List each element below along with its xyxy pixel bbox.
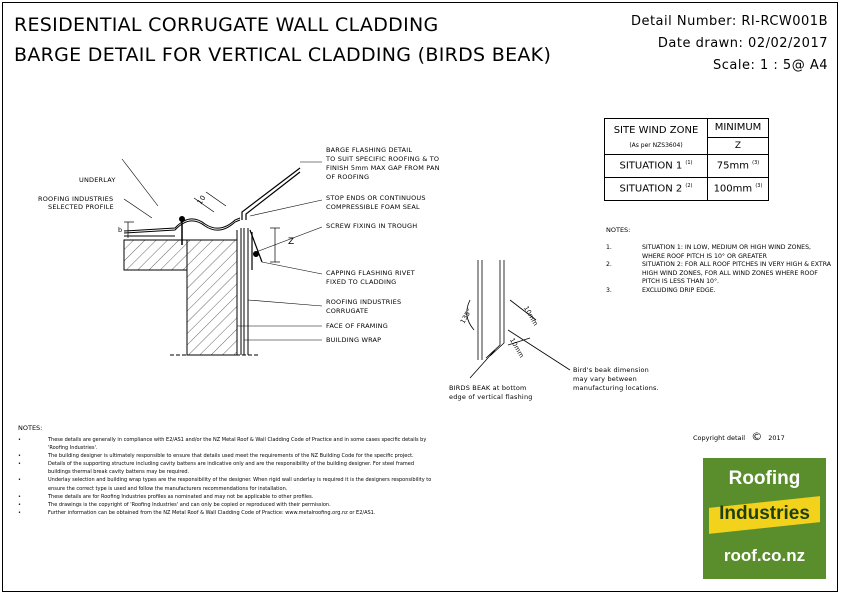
barge-flashing	[241, 167, 301, 270]
note-text: The drawings is the copyright of 'Roofin…	[48, 501, 331, 508]
note-item: •Further information can be obtained fro…	[18, 509, 376, 516]
note-item: •Details of the supporting structure inc…	[18, 460, 438, 476]
right-note-num: 1.	[606, 244, 612, 251]
logo-line-3: roof.co.nz	[723, 546, 806, 565]
wind-header-right-sub: Z	[734, 141, 742, 151]
label-bb-note-1: Bird's beak dimension	[573, 366, 649, 374]
label-corrugate-1: ROOFING INDUSTRIES	[326, 298, 402, 306]
label-barge-1: BARGE FLASHING DETAIL	[326, 146, 413, 154]
copyright-symbol: ©	[751, 430, 763, 443]
wind-row1-value-text: 75mm	[716, 160, 749, 172]
note-item: •The building designer is ultimately res…	[18, 453, 414, 460]
right-note-item: 3. EXCLUDING DRIP EDGE.	[606, 287, 831, 296]
note-text: Underlay selection and building wrap typ…	[48, 477, 432, 492]
wind-row1-label-text: SITUATION 1	[619, 160, 683, 172]
logo-line-2: Industries	[719, 503, 810, 524]
label-bb-note-2: may vary between	[573, 375, 637, 383]
dim-10-gap	[193, 191, 227, 213]
title-line-2: BARGE DETAIL FOR VERTICAL CLADDING (BIRD…	[14, 44, 552, 66]
wind-row2-value: 100mm (3)	[707, 177, 769, 201]
wall-framing	[123, 228, 260, 356]
label-wrap: BUILDING WRAP	[326, 336, 382, 344]
wind-header-left-title: SITE WIND ZONE	[613, 124, 699, 136]
wind-row1-label: SITUATION 1 (1)	[604, 154, 708, 178]
label-underlay: UNDERLAY	[79, 176, 116, 184]
note-text: These details are generally in complianc…	[48, 437, 427, 452]
right-notes-heading: NOTES:	[606, 226, 631, 234]
detail-number: Detail Number: RI-RCW001B	[630, 14, 828, 29]
logo-line-1: Roofing	[728, 468, 801, 489]
wind-header-right: MINIMUM Z	[707, 118, 769, 155]
note-item: •Underlay selection and building wrap ty…	[18, 476, 438, 492]
right-note-num: 3.	[606, 286, 612, 294]
label-ri-profile-1: ROOFING INDUSTRIES	[38, 195, 114, 203]
label-capping-2: FIXED TO CLADDING	[326, 278, 397, 286]
wind-row2-value-text: 100mm	[713, 183, 753, 195]
wind-row2-value-ref: (3)	[755, 183, 763, 190]
label-bb-note-3: manufacturing locations.	[573, 384, 659, 392]
label-birds-beak-1: BIRDS BEAK at bottom	[449, 384, 527, 392]
birds-beak-inset	[466, 260, 571, 379]
copyright-text: Copyright detail	[693, 434, 746, 442]
wind-header-left-sub: (As per NZS3604)	[629, 141, 683, 149]
label-framing: FACE OF FRAMING	[326, 322, 388, 330]
notes-heading: NOTES:	[18, 424, 43, 432]
right-note-text: EXCLUDING DRIP EDGE.	[642, 286, 716, 294]
label-screw: SCREW FIXING IN TROUGH	[326, 222, 418, 230]
label-barge-4: OF ROOFING	[326, 173, 370, 181]
label-corrugate-2: CORRUGATE	[326, 307, 369, 315]
note-text: These details are for Roofing Industries…	[48, 493, 314, 500]
label-barge-2: TO SUIT SPECIFIC ROOFING & TO	[326, 155, 440, 163]
scale: Scale: 1 : 5@ A4	[713, 58, 828, 73]
right-note-text: SITUATION 2: FOR ALL ROOF PITCHES IN VER…	[642, 261, 831, 286]
copyright-line: Copyright detail © 2017	[693, 430, 785, 443]
wind-zone-table: SITE WIND ZONE (As per NZS3604) MINIMUM …	[604, 118, 769, 201]
dim-b-label: b	[118, 226, 123, 234]
label-stop-2: COMPRESSIBLE FOAM SEAL	[326, 203, 420, 211]
note-item: •These details are for Roofing Industrie…	[18, 493, 314, 500]
label-capping-1: CAPPING FLASHING RIVET	[326, 269, 415, 277]
label-birds-beak-2: edge of vertical flashing	[449, 393, 533, 401]
dim-b	[124, 221, 134, 238]
wind-header-right-title: MINIMUM	[708, 119, 768, 138]
date-drawn: Date drawn: 02/02/2017	[657, 36, 828, 51]
right-note-num: 2.	[606, 261, 612, 269]
note-text: The building designer is ultimately resp…	[48, 453, 414, 460]
right-note-item: 1. SITUATION 1: IN LOW, MEDIUM OR HIGH WI…	[606, 244, 831, 261]
label-stop-1: STOP ENDS OR CONTINUOUS	[326, 194, 426, 202]
wind-row1-value-ref: (3)	[752, 160, 760, 167]
roofing-industries-logo: Roofing Industries roof.co.nz	[703, 458, 826, 579]
leader-lines	[121, 158, 323, 341]
general-notes-list: •These details are generally in complian…	[18, 436, 438, 517]
label-ri-profile-2: SELECTED PROFILE	[48, 203, 114, 211]
right-note-text: SITUATION 1: IN LOW, MEDIUM OR HIGH WIND…	[642, 244, 811, 260]
right-note-item: 2. SITUATION 2: FOR ALL ROOF PITCHES IN V…	[606, 261, 831, 287]
note-item: •The drawings is the copyright of 'Roofi…	[18, 501, 331, 508]
wind-row2-ref: (2)	[685, 183, 693, 190]
wind-row1-ref: (1)	[685, 160, 693, 167]
note-text: Further information can be obtained from…	[48, 509, 376, 516]
wind-row2-label-text: SITUATION 2	[619, 183, 683, 195]
note-text: Details of the supporting structure incl…	[48, 461, 414, 476]
copyright-year: 2017	[768, 434, 785, 442]
title-line-1: RESIDENTIAL CORRUGATE WALL CLADDING	[14, 14, 439, 36]
wind-row1-value: 75mm (3)	[707, 154, 769, 178]
dim-z-label: Z	[288, 237, 295, 247]
note-item: •These details are generally in complian…	[18, 436, 438, 452]
screw-fixings	[179, 216, 259, 257]
right-notes-list: 1. SITUATION 1: IN LOW, MEDIUM OR HIGH WI…	[606, 244, 831, 296]
label-barge-3: FINISH 5mm MAX GAP FROM PAN	[326, 164, 440, 172]
